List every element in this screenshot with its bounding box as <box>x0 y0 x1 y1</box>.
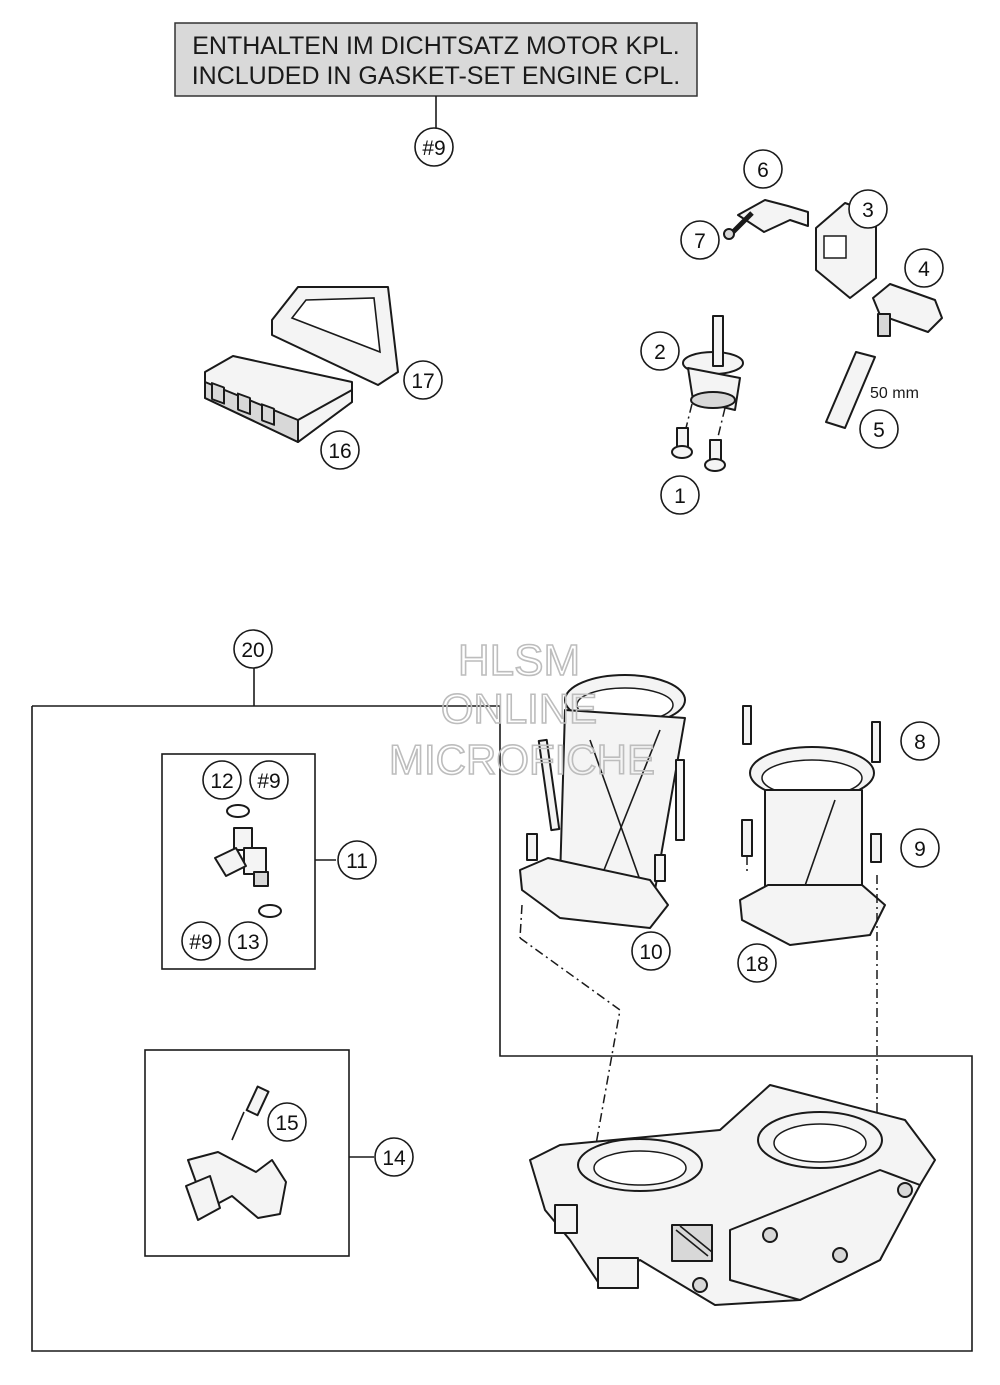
callout-12-gasket-label: #9 <box>257 770 280 793</box>
callout-3: 3 <box>848 189 888 229</box>
callout-9-label: 9 <box>914 838 926 861</box>
callout-13-gasket: #9 <box>181 921 221 961</box>
callout-10: 10 <box>631 931 671 971</box>
callout-12: 12 <box>202 760 242 800</box>
callout-15-label: 15 <box>275 1112 298 1135</box>
callout-1-label: 1 <box>674 485 686 508</box>
callout-6: 6 <box>743 149 783 189</box>
callout-13-gasket-label: #9 <box>189 931 212 954</box>
callout-14: 14 <box>374 1137 414 1177</box>
notice-english-text: INCLUDED IN GASKET-SET ENGINE CPL. <box>192 62 681 90</box>
callout-12-gasket: #9 <box>249 760 289 800</box>
callout-7-label: 7 <box>694 230 706 253</box>
callout-16-label: 16 <box>328 440 351 463</box>
callout-17-label: 17 <box>411 370 434 393</box>
dimension-label: 50 mm <box>870 385 919 402</box>
notice-german-text: ENTHALTEN IM DICHTSATZ MOTOR KPL. <box>192 32 680 60</box>
callout-7: 7 <box>680 220 720 260</box>
callout-20-label: 20 <box>241 639 264 662</box>
callout-1: 1 <box>660 475 700 515</box>
callout-13-label: 13 <box>236 931 259 954</box>
callout-17: 17 <box>403 360 443 400</box>
watermark-line-1: HLSM <box>458 636 580 685</box>
callout-16: 16 <box>320 430 360 470</box>
group-20-outline <box>31 667 973 1352</box>
watermark: HLSM ONLINE MICROFICHE <box>388 635 656 784</box>
throttle-body-assembly <box>529 1084 936 1306</box>
injector-kit-box <box>161 753 336 970</box>
callout-5-label: 5 <box>873 419 885 442</box>
callout-2-label: 2 <box>654 341 666 364</box>
callout-5: 5 <box>859 409 899 449</box>
callout-11: 11 <box>337 840 377 880</box>
callout-11-label: 11 <box>346 850 368 873</box>
watermark-line-3: MICROFICHE <box>389 736 655 783</box>
sensor-assembly <box>671 199 943 472</box>
callout-notice-label: #9 <box>422 137 445 160</box>
callout-3-label: 3 <box>862 199 874 222</box>
callout-15: 15 <box>267 1102 307 1142</box>
callout-8-label: 8 <box>914 731 926 754</box>
callout-6-label: 6 <box>757 159 769 182</box>
callout-14-label: 14 <box>382 1147 406 1170</box>
callout-notice: #9 <box>414 127 454 167</box>
throttle-body-18 <box>739 705 886 946</box>
throttle-body-10 <box>519 674 686 929</box>
watermark-line-2: ONLINE <box>441 685 597 732</box>
callout-4-label: 4 <box>918 258 930 281</box>
callout-13: 13 <box>228 921 268 961</box>
callout-9: 9 <box>900 828 940 868</box>
callout-18: 18 <box>737 943 777 983</box>
callout-20: 20 <box>233 629 273 669</box>
gasket-set-notice: ENTHALTEN IM DICHTSATZ MOTOR KPL. INCLUD… <box>174 22 698 128</box>
callout-4: 4 <box>904 248 944 288</box>
callout-10-label: 10 <box>639 941 662 964</box>
callout-18-label: 18 <box>745 953 768 976</box>
callout-2: 2 <box>640 331 680 371</box>
ecu-unit <box>204 355 353 443</box>
callout-8: 8 <box>900 721 940 761</box>
ecu-holder <box>271 286 399 386</box>
callout-12-label: 12 <box>210 770 233 793</box>
map-sensor-box <box>144 1049 374 1257</box>
